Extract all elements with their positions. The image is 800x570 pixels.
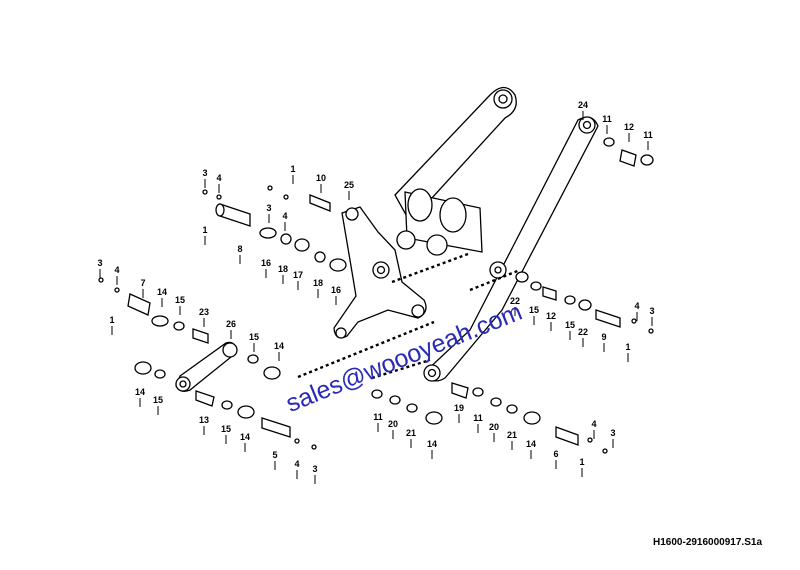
callout-label: 21 bbox=[406, 428, 416, 438]
callout-label: 4 bbox=[114, 265, 119, 275]
callout-label: 19 bbox=[454, 403, 464, 413]
callout-label: 14 bbox=[427, 439, 437, 449]
callout-label: 11 bbox=[602, 114, 612, 124]
bellcrank bbox=[333, 206, 427, 339]
callout-label: 13 bbox=[199, 415, 209, 425]
callout-label: 25 bbox=[344, 180, 354, 190]
callout-label: 14 bbox=[135, 387, 145, 397]
callout-label: 7 bbox=[140, 278, 145, 288]
callout-label: 12 bbox=[546, 311, 556, 321]
callout-label: 14 bbox=[274, 341, 284, 351]
callout-label: 17 bbox=[293, 270, 303, 280]
callout-label: 20 bbox=[388, 419, 398, 429]
callout-label: 15 bbox=[249, 332, 259, 342]
callout-label: 1 bbox=[579, 457, 584, 467]
callout-label: 23 bbox=[199, 307, 209, 317]
callout-label: 8 bbox=[237, 244, 242, 254]
hardware-upper-left bbox=[202, 185, 347, 272]
cross-tube bbox=[396, 188, 507, 279]
callout-label: 14 bbox=[526, 439, 536, 449]
callout-label: 3 bbox=[610, 428, 615, 438]
callout-label: 11 bbox=[473, 413, 483, 423]
callout-label: 1 bbox=[202, 225, 207, 235]
callout-label: 9 bbox=[601, 332, 606, 342]
callout-label: 14 bbox=[240, 432, 250, 442]
callout-label: 22 bbox=[510, 296, 520, 306]
callout-label: 20 bbox=[489, 422, 499, 432]
hardware-right bbox=[371, 137, 654, 454]
callout-label: 4 bbox=[634, 301, 639, 311]
diagram-code: H1600-2916000917.S1a bbox=[653, 537, 762, 548]
callout-label: 3 bbox=[312, 464, 317, 474]
callout-label: 15 bbox=[153, 395, 163, 405]
callout-label: 16 bbox=[261, 258, 271, 268]
callout-label: 4 bbox=[591, 419, 596, 429]
callout-label: 26 bbox=[226, 319, 236, 329]
callout-label: 15 bbox=[565, 320, 575, 330]
callout-label: 4 bbox=[282, 211, 287, 221]
callout-label: 4 bbox=[216, 173, 221, 183]
callout-label: 15 bbox=[221, 424, 231, 434]
hardware-left-middle bbox=[98, 277, 317, 450]
callout-label: 10 bbox=[316, 173, 326, 183]
lift-arm-right bbox=[423, 116, 599, 382]
callout-label: 1 bbox=[290, 164, 295, 174]
callout-label: 15 bbox=[529, 305, 539, 315]
callout-label: 1 bbox=[109, 315, 114, 325]
callout-label: 18 bbox=[278, 264, 288, 274]
callout-label: 24 bbox=[578, 100, 588, 110]
callout-label: 1 bbox=[625, 342, 630, 352]
callout-label: 22 bbox=[578, 327, 588, 337]
callout-label: 11 bbox=[373, 412, 383, 422]
callout-label: 3 bbox=[266, 203, 271, 213]
callout-label: 14 bbox=[157, 287, 167, 297]
callout-label: 6 bbox=[553, 449, 558, 459]
callout-label: 4 bbox=[294, 459, 299, 469]
callout-label: 5 bbox=[272, 450, 277, 460]
callout-label: 16 bbox=[331, 285, 341, 295]
callout-label: 18 bbox=[313, 278, 323, 288]
callout-label: 3 bbox=[97, 258, 102, 268]
alignment-lines bbox=[297, 252, 521, 380]
callout-label: 15 bbox=[175, 295, 185, 305]
tilt-link bbox=[175, 341, 238, 392]
callout-label: 3 bbox=[649, 306, 654, 316]
lift-arm-left bbox=[394, 86, 517, 224]
callout-label: 3 bbox=[202, 168, 207, 178]
callout-label: 12 bbox=[624, 122, 634, 132]
callout-label: 11 bbox=[643, 130, 653, 140]
callout-label: 21 bbox=[507, 430, 517, 440]
